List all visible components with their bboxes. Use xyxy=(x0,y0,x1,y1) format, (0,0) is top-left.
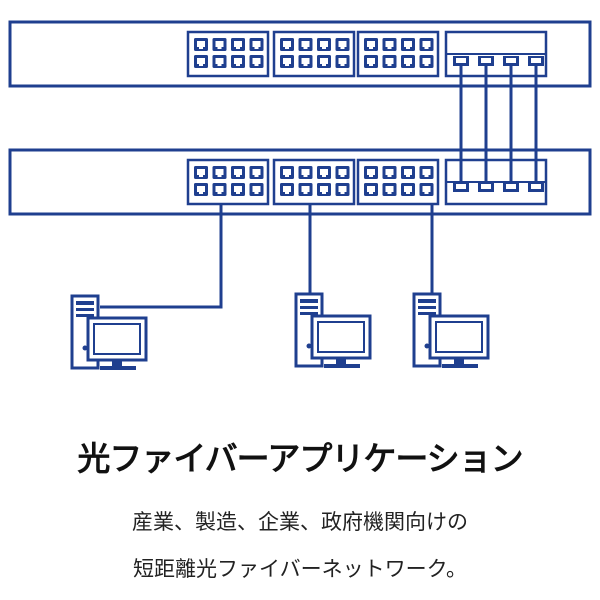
ethernet-cable xyxy=(100,204,223,309)
ethernet-port-icon xyxy=(335,183,350,196)
pc-base xyxy=(324,364,360,368)
ethernet-port-icon xyxy=(298,166,313,179)
port-block xyxy=(186,30,270,78)
pc-screen xyxy=(93,323,141,355)
sfp-port-icon xyxy=(453,182,469,192)
ethernet-port-icon xyxy=(231,55,245,68)
ethernet-port-icon xyxy=(249,183,264,196)
ethernet-port-icon xyxy=(364,183,378,196)
pc-stand xyxy=(454,358,464,364)
ethernet-port-icon xyxy=(335,55,350,68)
ethernet-port-icon xyxy=(317,38,331,51)
ethernet-port-icon xyxy=(194,55,208,68)
ethernet-port-icon xyxy=(231,183,245,196)
ethernet-port-icon xyxy=(419,38,434,51)
ethernet-port-icon xyxy=(249,38,264,51)
sfp-port-icon xyxy=(478,182,494,192)
pc-base xyxy=(100,366,136,370)
desktop-computer-icon xyxy=(70,294,148,370)
ethernet-port-icon xyxy=(401,166,415,179)
description-line-1: 産業、製造、企業、政府機関向けの xyxy=(132,510,468,534)
ethernet-port-icon xyxy=(212,38,227,51)
description-line-2: 短距離光ファイバーネットワーク。 xyxy=(133,557,467,581)
ethernet-port-icon xyxy=(419,55,434,68)
pc-stand xyxy=(336,358,346,364)
sfp-port-icon xyxy=(503,182,519,192)
ethernet-port-icon xyxy=(194,166,208,179)
top-switch xyxy=(8,20,592,88)
pc-base xyxy=(442,364,478,368)
port-block xyxy=(186,158,270,206)
page-title: 光ファイバーアプリケーション xyxy=(77,439,523,478)
sfp-port-icon xyxy=(478,56,494,66)
pc-stand xyxy=(112,360,122,366)
ethernet-port-icon xyxy=(231,38,245,51)
ethernet-port-icon xyxy=(212,166,227,179)
ethernet-cables xyxy=(100,204,434,309)
ethernet-port-icon xyxy=(249,166,264,179)
bottom-switch xyxy=(8,148,592,216)
desktop-computer-icon xyxy=(412,292,490,368)
network-diagram xyxy=(8,20,592,370)
port-block xyxy=(356,158,440,206)
ethernet-port-icon xyxy=(419,166,434,179)
ethernet-port-icon xyxy=(317,166,331,179)
ethernet-port-icon xyxy=(194,38,208,51)
port-block xyxy=(272,158,356,206)
ethernet-port-icon xyxy=(280,38,294,51)
ethernet-port-icon xyxy=(317,183,331,196)
ethernet-port-icon xyxy=(335,166,350,179)
ethernet-port-icon xyxy=(364,38,378,51)
pc-screen xyxy=(317,321,365,353)
ethernet-port-icon xyxy=(382,166,397,179)
ethernet-port-icon xyxy=(401,55,415,68)
ethernet-port-icon xyxy=(382,55,397,68)
sfp-port-block xyxy=(444,30,548,78)
ethernet-port-icon xyxy=(249,55,264,68)
port-block xyxy=(356,30,440,78)
ethernet-port-icon xyxy=(212,55,227,68)
ethernet-port-icon xyxy=(231,166,245,179)
ethernet-port-icon xyxy=(419,183,434,196)
ethernet-port-icon xyxy=(280,55,294,68)
ethernet-port-icon xyxy=(364,166,378,179)
ethernet-port-icon xyxy=(364,55,378,68)
ethernet-port-icon xyxy=(280,166,294,179)
ethernet-port-icon xyxy=(298,183,313,196)
ethernet-port-icon xyxy=(212,183,227,196)
sfp-port-icon xyxy=(453,56,469,66)
ethernet-port-icon xyxy=(298,55,313,68)
sfp-port-icon xyxy=(528,182,544,192)
sfp-port-icon xyxy=(528,56,544,66)
ethernet-port-icon xyxy=(280,183,294,196)
port-block xyxy=(272,30,356,78)
ethernet-port-icon xyxy=(317,55,331,68)
ethernet-port-icon xyxy=(382,183,397,196)
ethernet-port-icon xyxy=(401,38,415,51)
fiber-links xyxy=(459,66,538,182)
ethernet-port-icon xyxy=(401,183,415,196)
ethernet-port-icon xyxy=(298,38,313,51)
computers xyxy=(70,292,490,370)
ethernet-port-icon xyxy=(335,38,350,51)
desktop-computer-icon xyxy=(294,292,372,368)
ethernet-port-icon xyxy=(382,38,397,51)
pc-screen xyxy=(435,321,483,353)
ethernet-port-icon xyxy=(194,183,208,196)
sfp-port-icon xyxy=(503,56,519,66)
